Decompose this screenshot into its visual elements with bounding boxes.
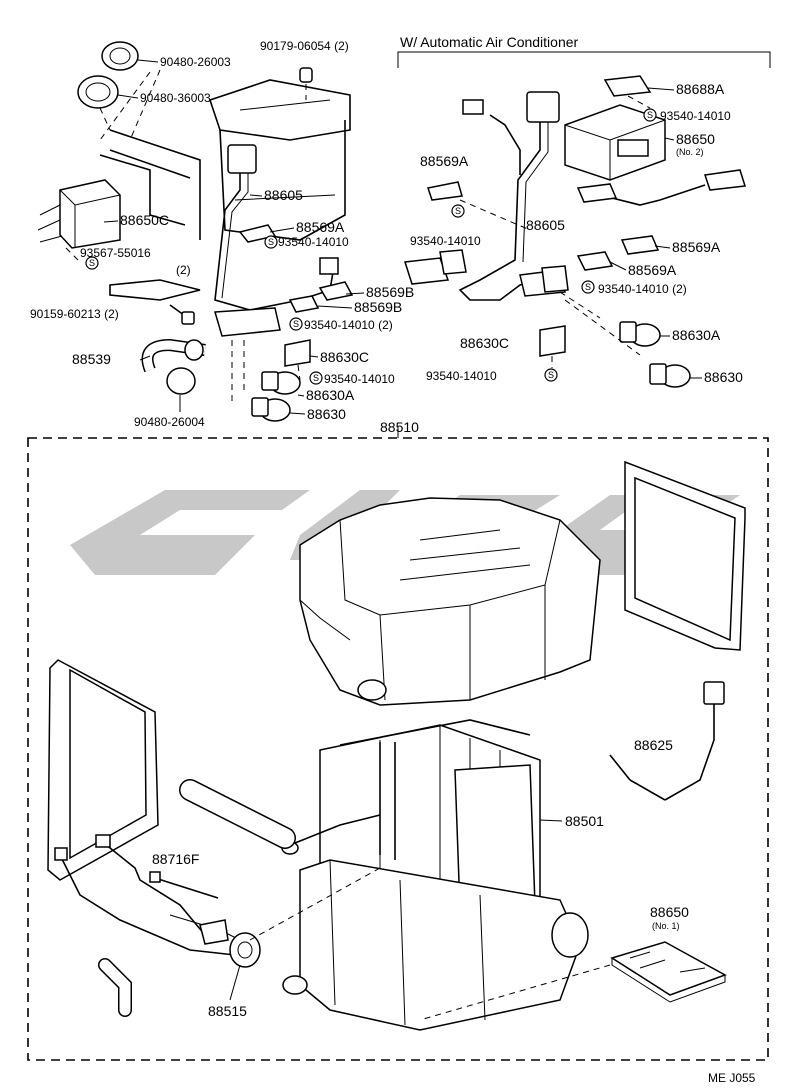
- hvac-unit: [47, 460, 746, 1031]
- part-label-labels-r10: 88630C: [460, 335, 509, 351]
- part-label-labels-b2: 88501: [565, 813, 604, 829]
- part-label-labels-p14: 88630C: [320, 349, 369, 365]
- auto-ac-bracket: [397, 51, 771, 68]
- part-label-labels-r7: 88569A: [672, 239, 721, 255]
- screw-symbol-label: S: [293, 319, 299, 329]
- assembly-frame: [27, 427, 769, 1061]
- part-label-labels-b4b: (No. 1): [652, 921, 680, 931]
- part-label-labels-r11: 88630A: [672, 327, 721, 343]
- screw-symbol-label: S: [548, 370, 554, 380]
- part-label-labels-p1: 90480-26003: [160, 55, 231, 69]
- part-label-labels-p16: 88630A: [306, 387, 355, 403]
- part-label-labels-p8: 93567-55016: [80, 246, 151, 260]
- part-label-labels-p17: 90480-26004: [134, 415, 205, 429]
- part-label-labels-p10: 88569B: [366, 284, 414, 300]
- top-left-parts: [37, 41, 354, 422]
- diagram-code: ME J055: [708, 1071, 756, 1085]
- part-label-labels-p5: 88605: [264, 187, 303, 203]
- s-symbols-right: [451, 108, 657, 382]
- top-right-parts: [404, 75, 746, 388]
- part-label-labels-r8: 88569A: [628, 262, 677, 278]
- s-symbols-left: [85, 235, 323, 385]
- part-label-labels-r12: 93540-14010: [426, 369, 497, 383]
- auto-ac-title: W/ Automatic Air Conditioner: [400, 34, 579, 50]
- part-label-labels-p15: 93540-14010: [324, 372, 395, 386]
- part-label-labels-r4: 88569A: [420, 153, 469, 169]
- part-label-labels-r1: 88688A: [676, 81, 725, 97]
- part-label-labels-r2: 93540-14010: [660, 109, 731, 123]
- screw-symbol-label: S: [268, 237, 274, 247]
- part-label-labels-p11: 88569B: [354, 299, 402, 315]
- part-label-labels-r13: 88630: [704, 369, 743, 385]
- part-label-labels-r9: 93540-14010 (2): [598, 282, 687, 296]
- part-label-labels-p7: 93540-14010: [278, 235, 349, 249]
- part-label-labels-p9: 90159-60213 (2): [30, 307, 119, 321]
- s-symbol-text-left: S S S S: [89, 237, 319, 383]
- screw-symbol-label: S: [585, 282, 591, 292]
- part-label-labels-b3: 88716F: [152, 851, 199, 867]
- part-label-labels-r3b: (No. 2): [676, 147, 704, 157]
- part-label-labels-p13: 88539: [72, 351, 111, 367]
- part-label-labels-b1: 88625: [634, 737, 673, 753]
- part-label-labels-r5: 88605: [526, 217, 565, 233]
- screw-symbol-label: S: [455, 206, 461, 216]
- part-label-labels-b5: 88515: [208, 1003, 247, 1019]
- part-label-labels-p12: 93540-14010 (2): [304, 318, 393, 332]
- part-label-labels-p6: 88569A: [296, 219, 345, 235]
- part-label-labels-p18: 88630: [307, 406, 346, 422]
- leader-lines: [103, 59, 702, 1001]
- part-label-labels-p2: 90179-06054 (2): [260, 39, 349, 53]
- s-symbol-text-right: S S S S: [455, 110, 653, 380]
- screw-symbol-label: S: [89, 258, 95, 268]
- screw-symbol-label: S: [647, 110, 653, 120]
- labels: W/ Automatic Air Conditioner 90480-26003…: [30, 34, 756, 1085]
- part-label-labels-r6: 93540-14010: [410, 234, 481, 248]
- part-label-labels-p4: 88650C: [120, 212, 169, 228]
- screw-symbol-label: S: [313, 373, 319, 383]
- part-label-labels-r3: 88650: [676, 131, 715, 147]
- part-label-labels-p8b: (2): [176, 263, 191, 277]
- part-label-labels-p3: 90480-36003: [140, 91, 211, 105]
- assembly-88510: 88510: [380, 419, 419, 435]
- part-label-labels-b4: 88650: [650, 904, 689, 920]
